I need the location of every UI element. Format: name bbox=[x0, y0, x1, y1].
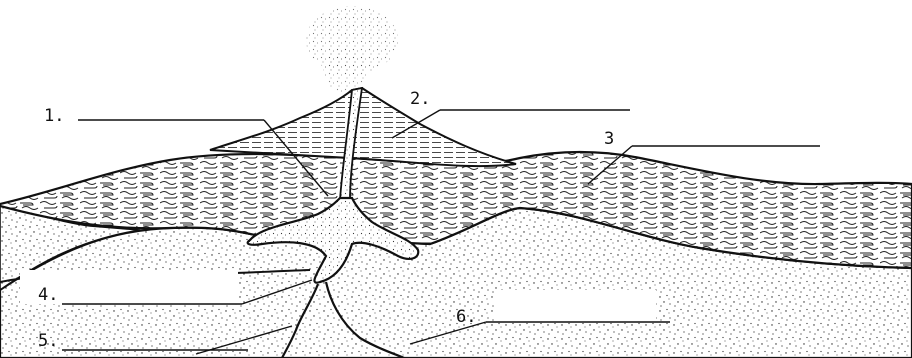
label-4-answer-field[interactable] bbox=[64, 284, 242, 302]
label-1-answer-field[interactable] bbox=[80, 100, 264, 118]
label-1-number: 1. bbox=[44, 106, 64, 126]
label-6-number: 6. bbox=[456, 307, 476, 327]
label-6-answer-field[interactable] bbox=[488, 302, 670, 320]
label-5-number: 5. bbox=[38, 331, 58, 351]
ash-plume bbox=[306, 6, 398, 92]
label-5-answer-field[interactable] bbox=[64, 330, 248, 348]
label-3-answer-field[interactable] bbox=[634, 126, 820, 144]
label-3-number: 3 bbox=[604, 129, 614, 149]
label-2-number: 2. bbox=[410, 89, 430, 109]
label-4-number: 4. bbox=[38, 285, 58, 305]
label-2-answer-field[interactable] bbox=[442, 90, 630, 108]
